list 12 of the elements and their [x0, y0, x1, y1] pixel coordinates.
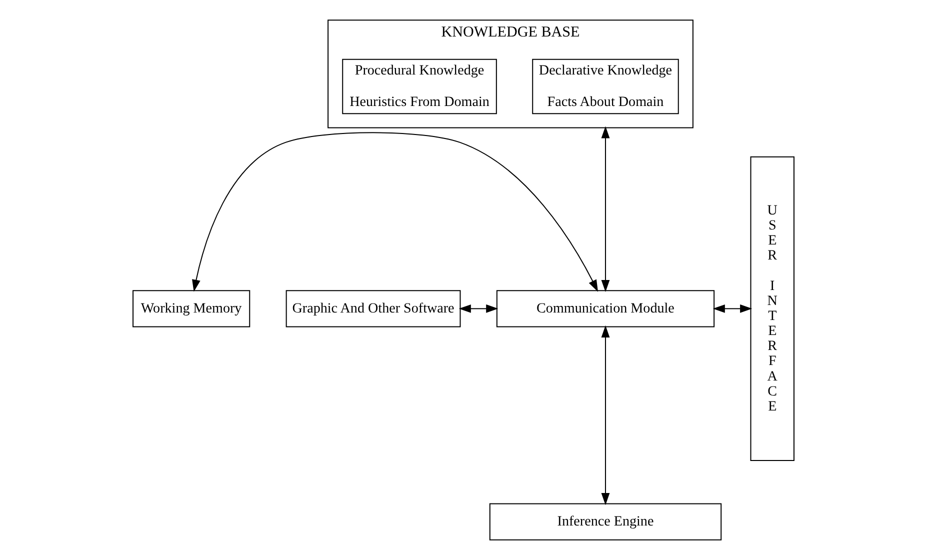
arrow [601, 325, 610, 506]
arrow [192, 132, 598, 292]
arrow [458, 304, 498, 313]
node-box: Working Memory [132, 290, 250, 328]
node-box: Declarative Knowledge Facts About Domain [532, 58, 679, 114]
node-box: Communication Module [496, 290, 715, 328]
node-box: Inference Engine [489, 503, 722, 540]
node-box: Procedural Knowledge Heuristics From Domain [342, 58, 497, 114]
arrow [712, 304, 752, 313]
arrow [601, 126, 610, 292]
node-box: Graphic And Other Software [286, 290, 461, 328]
node-box: USER INTERFACE [750, 156, 794, 461]
